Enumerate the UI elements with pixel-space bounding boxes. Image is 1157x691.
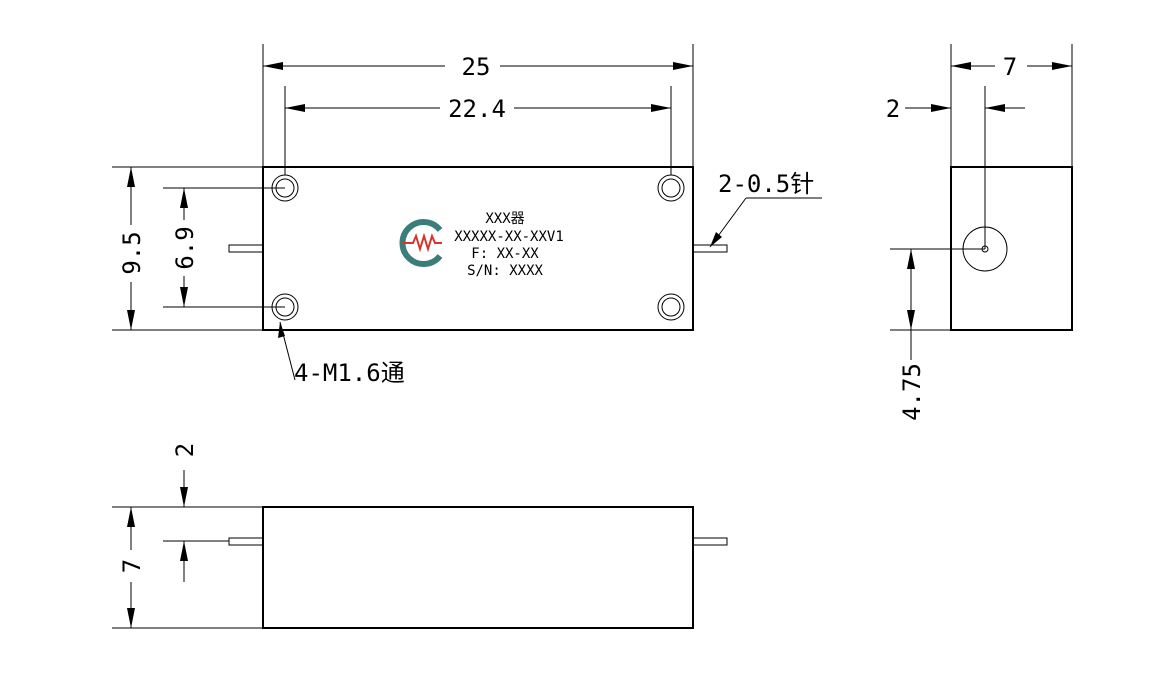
dimension-side-pin-offset: 2 bbox=[886, 95, 1025, 123]
dimension-side-width: 7 bbox=[951, 53, 1072, 81]
pin-note: 2-0.5针 bbox=[709, 170, 822, 248]
left-pin bbox=[228, 244, 264, 253]
bottom-body-outline bbox=[262, 506, 694, 629]
dim-25-label: 25 bbox=[462, 53, 491, 81]
label-line-2: XXXXX-XX-XXV1 bbox=[454, 229, 564, 245]
label-line-1: XXX器 bbox=[485, 211, 524, 227]
bottom-left-pin bbox=[228, 537, 264, 546]
mounting-hole-top-right bbox=[657, 174, 685, 202]
dim-side-4-75-label: 4.75 bbox=[898, 363, 926, 421]
dimension-bottom-height: 7 bbox=[118, 507, 146, 628]
dim-bottom-2-label: 2 bbox=[171, 443, 199, 457]
dimension-overall-width: 25 bbox=[263, 53, 693, 81]
dimension-bottom-pin-offset: 2 bbox=[171, 443, 199, 582]
dim-22-4-label: 22.4 bbox=[448, 95, 506, 123]
pin-note-label: 2-0.5针 bbox=[718, 170, 814, 198]
dimension-overall-height: 9.5 bbox=[118, 167, 146, 330]
hole-note-label: 4-M1.6通 bbox=[294, 359, 405, 387]
dimension-side-pin-height: 4.75 bbox=[898, 249, 926, 421]
product-label: XXX器 XXXXX-XX-XXV1 F: XX-XX S/N: XXXX bbox=[454, 211, 564, 279]
mounting-hole-bottom-right bbox=[657, 293, 685, 321]
hole-note: 4-M1.6通 bbox=[278, 321, 405, 387]
label-line-3: F: XX-XX bbox=[471, 246, 539, 262]
brand-logo-icon bbox=[399, 219, 443, 267]
bottom-right-pin bbox=[692, 537, 728, 546]
dim-bottom-7-label: 7 bbox=[118, 559, 146, 573]
front-view: 25 22.4 9.5 6.9 bbox=[112, 44, 822, 387]
dimension-hole-spacing-y: 6.9 bbox=[171, 188, 199, 307]
dim-9-5-label: 9.5 bbox=[118, 231, 146, 274]
right-pin bbox=[692, 244, 728, 253]
dim-6-9-label: 6.9 bbox=[171, 226, 199, 269]
bottom-view: 7 2 bbox=[112, 443, 728, 629]
dimension-hole-spacing-x: 22.4 bbox=[285, 95, 671, 123]
label-line-4: S/N: XXXX bbox=[467, 263, 543, 279]
dim-side-7-label: 7 bbox=[1003, 53, 1017, 81]
dim-side-2-label: 2 bbox=[886, 95, 900, 123]
side-view: 7 2 4.75 bbox=[886, 44, 1073, 421]
